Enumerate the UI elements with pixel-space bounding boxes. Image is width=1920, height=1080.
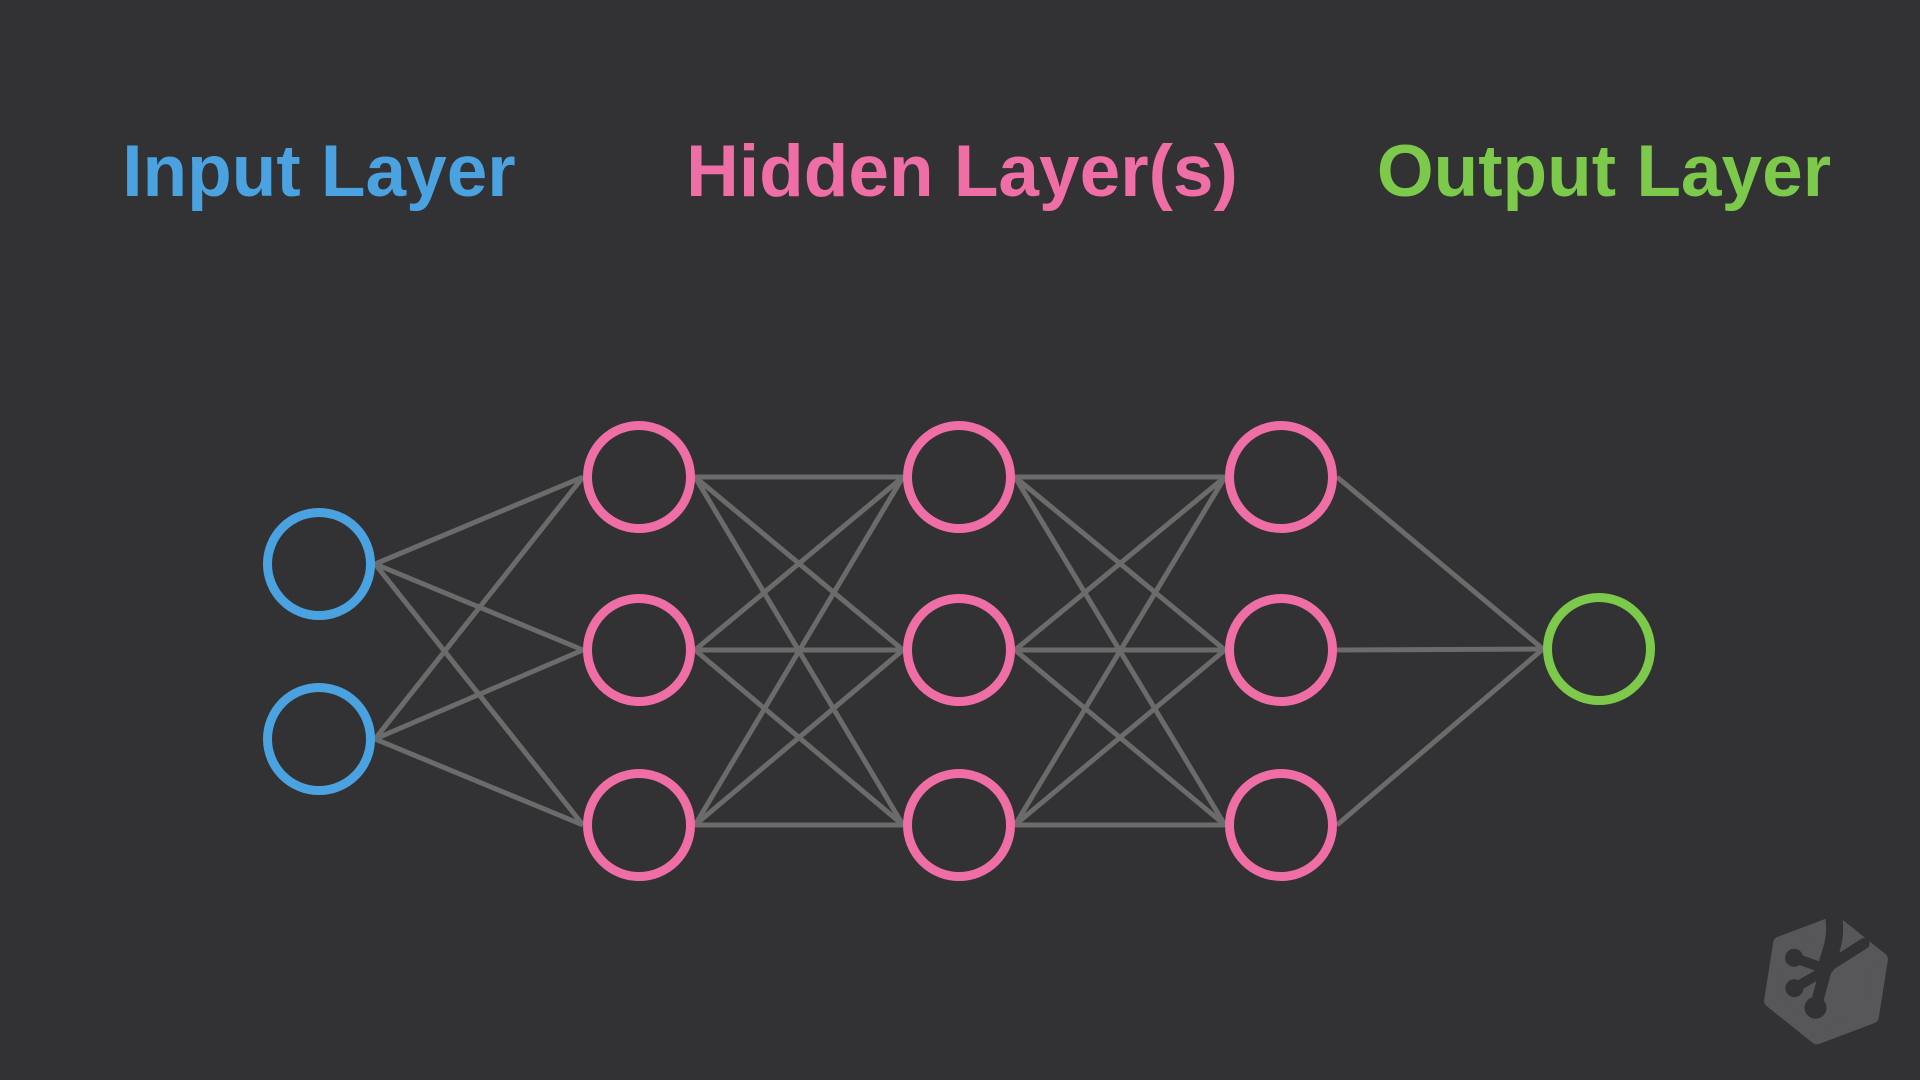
node-hidden-3-2 [1225,594,1337,706]
treehouse-logo-icon [1764,912,1888,1045]
edge-hidden-3-to-output [1336,646,1544,653]
edge-input-to-hidden-1 [374,647,584,742]
node-hidden-2-1 [903,421,1015,533]
edge-hidden-1-to-hidden-2 [692,475,906,827]
output-layer-label: Output Layer [1376,131,1832,212]
edge-input-to-hidden-1 [373,475,585,741]
treehouse-hexagon [1764,912,1888,1045]
edge-hidden-1-to-hidden-2 [693,648,905,827]
edge-hidden-2-to-hidden-3 [1012,475,1228,827]
node-hidden-3-1 [1225,421,1337,533]
hidden-layer-label: Hidden Layer(s) [686,131,1238,212]
node-hidden-1-3 [583,769,695,881]
node-hidden-1-2 [583,594,695,706]
node-hidden-1-1 [583,421,695,533]
node-input-2 [263,683,375,795]
node-hidden-3-3 [1225,769,1337,881]
node-hidden-2-2 [903,594,1015,706]
node-hidden-2-3 [903,769,1015,881]
edge-hidden-1-to-hidden-2 [693,475,905,652]
edge-input-to-hidden-1 [374,474,584,567]
edge-hidden-2-to-hidden-3 [1013,475,1227,652]
edge-hidden-3-to-output [1335,647,1545,827]
edge-hidden-2-to-hidden-3 [1013,648,1227,827]
edge-input-to-hidden-1 [374,736,584,828]
input-layer-label: Input Layer [122,131,516,212]
node-output-1 [1543,593,1655,705]
node-input-1 [263,508,375,620]
edge-hidden-3-to-output [1335,475,1545,651]
